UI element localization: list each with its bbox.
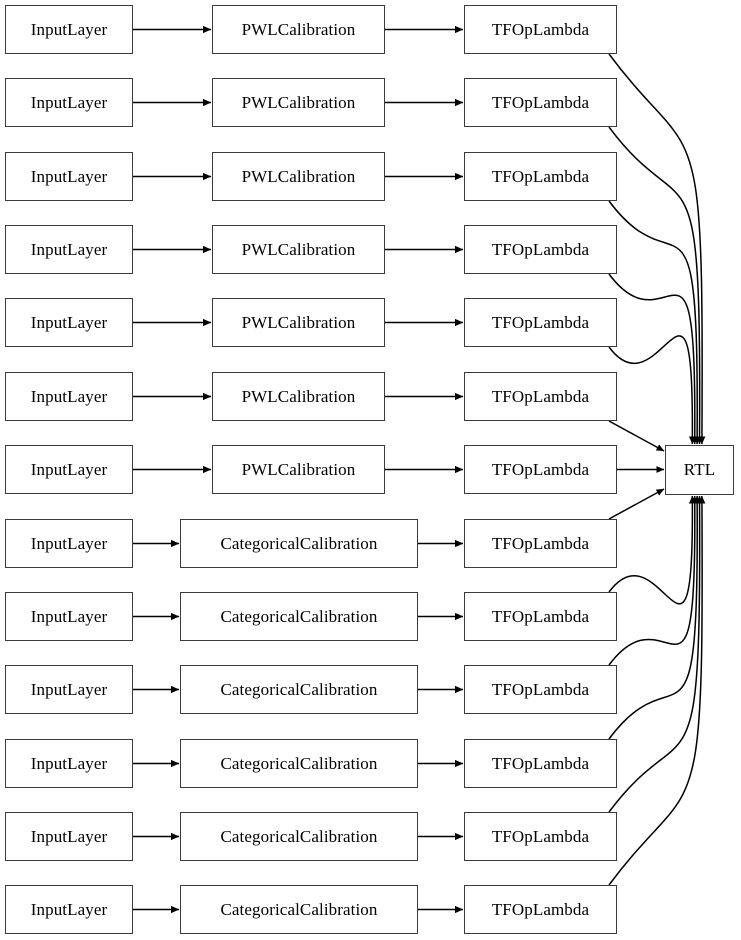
node-input-5-label: InputLayer (30, 312, 108, 332)
node-tfop-10-label: TFOpLambda (491, 679, 590, 699)
node-calibration-6-label: PWLCalibration (241, 386, 356, 406)
node-input-8[interactable]: InputLayer (5, 519, 133, 568)
node-calibration-11[interactable]: CategoricalCalibration (180, 739, 418, 788)
edge-tfop-to-rtl-8 (608, 488, 665, 520)
edge-tfop-to-rtl-2 (608, 126, 703, 445)
node-input-13[interactable]: InputLayer (5, 885, 133, 934)
node-calibration-5-label: PWLCalibration (241, 312, 356, 332)
node-tfop-12-label: TFOpLambda (491, 826, 590, 846)
node-calibration-11-label: CategoricalCalibration (220, 753, 378, 773)
node-tfop-5[interactable]: TFOpLambda (464, 298, 617, 347)
node-input-4-label: InputLayer (30, 239, 108, 259)
node-tfop-12[interactable]: TFOpLambda (464, 812, 617, 861)
node-tfop-11-label: TFOpLambda (491, 753, 590, 773)
node-calibration-1-label: PWLCalibration (241, 19, 356, 39)
node-calibration-12[interactable]: CategoricalCalibration (180, 812, 418, 861)
edge-tfop-to-rtl-13 (608, 495, 706, 886)
node-calibration-4-label: PWLCalibration (241, 239, 356, 259)
node-input-8-label: InputLayer (30, 533, 108, 553)
node-input-2[interactable]: InputLayer (5, 78, 133, 127)
node-calibration-7-label: PWLCalibration (241, 459, 356, 479)
node-input-7-label: InputLayer (30, 459, 108, 479)
node-tfop-8[interactable]: TFOpLambda (464, 519, 617, 568)
node-calibration-13[interactable]: CategoricalCalibration (180, 885, 418, 934)
edge-tfop-to-rtl-6 (608, 420, 665, 452)
node-calibration-6[interactable]: PWLCalibration (212, 372, 385, 421)
node-input-11[interactable]: InputLayer (5, 739, 133, 788)
node-input-3-label: InputLayer (30, 166, 108, 186)
edge-tfop-to-rtl-5 (608, 335, 696, 445)
node-calibration-13-label: CategoricalCalibration (220, 899, 378, 919)
node-input-2-label: InputLayer (30, 92, 108, 112)
edge-tfop-to-rtl-12 (608, 495, 703, 813)
node-input-10-label: InputLayer (30, 679, 108, 699)
node-calibration-3-label: PWLCalibration (241, 166, 356, 186)
node-calibration-2[interactable]: PWLCalibration (212, 78, 385, 127)
node-calibration-9-label: CategoricalCalibration (220, 606, 378, 626)
node-calibration-10[interactable]: CategoricalCalibration (180, 665, 418, 714)
node-calibration-9[interactable]: CategoricalCalibration (180, 592, 418, 641)
edge-tfop-to-rtl-9 (608, 495, 696, 605)
node-calibration-2-label: PWLCalibration (241, 92, 356, 112)
node-input-12[interactable]: InputLayer (5, 812, 133, 861)
node-tfop-1-label: TFOpLambda (491, 19, 590, 39)
node-input-12-label: InputLayer (30, 826, 108, 846)
node-tfop-6-label: TFOpLambda (491, 386, 590, 406)
node-tfop-9[interactable]: TFOpLambda (464, 592, 617, 641)
node-tfop-8-label: TFOpLambda (491, 533, 590, 553)
node-tfop-3-label: TFOpLambda (491, 166, 590, 186)
edge-tfop-to-rtl-11 (608, 495, 701, 740)
node-calibration-3[interactable]: PWLCalibration (212, 152, 385, 201)
node-calibration-7[interactable]: PWLCalibration (212, 445, 385, 494)
node-calibration-8-label: CategoricalCalibration (220, 533, 378, 553)
node-tfop-2-label: TFOpLambda (491, 92, 590, 112)
node-tfop-2[interactable]: TFOpLambda (464, 78, 617, 127)
node-tfop-1[interactable]: TFOpLambda (464, 5, 617, 54)
node-input-6[interactable]: InputLayer (5, 372, 133, 421)
edge-tfop-to-rtl-10 (608, 495, 699, 666)
node-tfop-13-label: TFOpLambda (491, 899, 590, 919)
node-tfop-4[interactable]: TFOpLambda (464, 225, 617, 274)
node-calibration-1[interactable]: PWLCalibration (212, 5, 385, 54)
node-input-10[interactable]: InputLayer (5, 665, 133, 714)
node-tfop-10[interactable]: TFOpLambda (464, 665, 617, 714)
node-calibration-5[interactable]: PWLCalibration (212, 298, 385, 347)
node-tfop-4-label: TFOpLambda (491, 239, 590, 259)
node-tfop-9-label: TFOpLambda (491, 606, 590, 626)
node-input-6-label: InputLayer (30, 386, 108, 406)
edge-tfop-to-rtl-4 (608, 273, 699, 445)
rtl-node[interactable]: RTL (665, 445, 734, 495)
node-input-9-label: InputLayer (30, 606, 108, 626)
node-calibration-4[interactable]: PWLCalibration (212, 225, 385, 274)
node-tfop-7[interactable]: TFOpLambda (464, 445, 617, 494)
node-input-1-label: InputLayer (30, 19, 108, 39)
node-tfop-7-label: TFOpLambda (491, 459, 590, 479)
edge-tfop-to-rtl-3 (608, 200, 701, 445)
node-tfop-5-label: TFOpLambda (491, 312, 590, 332)
node-input-11-label: InputLayer (30, 753, 108, 773)
node-input-5[interactable]: InputLayer (5, 298, 133, 347)
node-calibration-10-label: CategoricalCalibration (220, 679, 378, 699)
node-calibration-8[interactable]: CategoricalCalibration (180, 519, 418, 568)
node-tfop-13[interactable]: TFOpLambda (464, 885, 617, 934)
node-input-9[interactable]: InputLayer (5, 592, 133, 641)
node-input-7[interactable]: InputLayer (5, 445, 133, 494)
node-input-1[interactable]: InputLayer (5, 5, 133, 54)
rtl-node-label: RTL (683, 460, 716, 479)
node-input-13-label: InputLayer (30, 899, 108, 919)
node-tfop-6[interactable]: TFOpLambda (464, 372, 617, 421)
edge-tfop-to-rtl-1 (608, 53, 706, 445)
node-input-3[interactable]: InputLayer (5, 152, 133, 201)
node-tfop-11[interactable]: TFOpLambda (464, 739, 617, 788)
node-calibration-12-label: CategoricalCalibration (220, 826, 378, 846)
node-input-4[interactable]: InputLayer (5, 225, 133, 274)
node-tfop-3[interactable]: TFOpLambda (464, 152, 617, 201)
